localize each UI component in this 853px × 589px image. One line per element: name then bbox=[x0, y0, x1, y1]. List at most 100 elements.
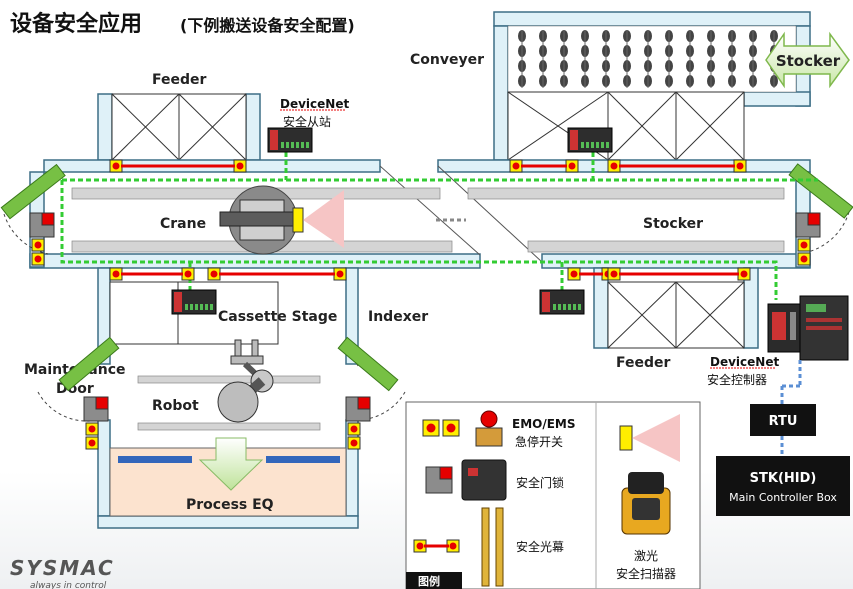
door-left bbox=[0, 163, 66, 220]
light-curtain bbox=[607, 267, 751, 281]
crane bbox=[219, 185, 344, 255]
maintenance-door-left bbox=[58, 336, 120, 392]
emo-button bbox=[88, 439, 96, 447]
feeder-bottom-label: Feeder bbox=[616, 355, 671, 371]
module-terminal bbox=[558, 304, 561, 310]
stocker-arrow: Stocker bbox=[765, 31, 850, 89]
module-terminal bbox=[200, 304, 203, 310]
cassette-stage-label: Cassette Stage bbox=[218, 309, 337, 325]
module-terminal bbox=[296, 142, 299, 148]
door-right bbox=[788, 163, 853, 219]
bay-right-frame bbox=[437, 159, 811, 269]
door-lock bbox=[83, 396, 109, 450]
stk-box bbox=[716, 456, 850, 516]
module-terminal bbox=[601, 142, 604, 148]
curtain-receiver-dot bbox=[568, 162, 576, 170]
light-curtain bbox=[607, 159, 747, 173]
legend: 图例 EMO/EMS 急停开关 安全门锁 安全光幕 激光 安全扫描器 bbox=[405, 401, 701, 589]
light-curtains bbox=[109, 159, 751, 281]
devicenet-slave-modules bbox=[171, 127, 613, 315]
emo-device bbox=[475, 427, 503, 447]
stk-label-1: STK(HID) bbox=[750, 471, 817, 486]
emo-button bbox=[34, 241, 42, 249]
devicenet-slave-module bbox=[267, 127, 313, 153]
module-status bbox=[174, 292, 182, 312]
devicenet-ctrl-label-2: 安全控制器 bbox=[707, 372, 767, 387]
curtain-receiver-dot bbox=[236, 162, 244, 170]
module-terminal bbox=[586, 142, 589, 148]
legend-scanner-1: 激光 bbox=[634, 549, 658, 563]
legend-door-lock: 安全门锁 bbox=[516, 475, 564, 490]
module-terminal bbox=[563, 304, 566, 310]
emo-button bbox=[88, 425, 96, 433]
module-terminal bbox=[190, 304, 193, 310]
emo-button bbox=[34, 255, 42, 263]
module-terminal bbox=[286, 142, 289, 148]
door-lock-key bbox=[95, 396, 109, 410]
feeder-bottom bbox=[593, 267, 759, 349]
stocker-label: Stocker bbox=[643, 216, 703, 232]
indexer-label: Indexer bbox=[368, 309, 428, 325]
light-curtain bbox=[109, 159, 247, 173]
door-lock-device bbox=[461, 459, 507, 501]
module-terminal bbox=[306, 142, 309, 148]
safety-controller bbox=[767, 295, 849, 361]
curtain-receiver-dot bbox=[336, 270, 344, 278]
door-lock-key bbox=[357, 396, 371, 410]
legend-emo-2: 急停开关 bbox=[515, 434, 563, 449]
module-status bbox=[270, 130, 278, 150]
module-terminal bbox=[596, 142, 599, 148]
module-status bbox=[542, 292, 550, 312]
conveyer-rack bbox=[493, 11, 811, 161]
robot-label: Robot bbox=[152, 398, 199, 414]
curtain-emitter-dot bbox=[210, 270, 218, 278]
crane-label: Crane bbox=[160, 216, 206, 232]
sysmac-logo: SYSMAC always in control bbox=[10, 556, 115, 589]
curtain-emitter-dot bbox=[610, 162, 618, 170]
curtain-emitter-dot bbox=[112, 162, 120, 170]
module-terminal bbox=[205, 304, 208, 310]
curtain-emitter-dot bbox=[610, 270, 618, 278]
light-curtain bbox=[109, 267, 195, 281]
legend-scanner-2: 安全扫描器 bbox=[616, 566, 676, 581]
curtain-receiver-dot bbox=[740, 270, 748, 278]
light-curtain-bar-2 bbox=[495, 507, 504, 587]
legend-light-curtain: 安全光幕 bbox=[516, 539, 564, 554]
rtu-label: RTU bbox=[769, 414, 798, 429]
light-curtain bbox=[509, 159, 579, 173]
module-terminal bbox=[553, 304, 556, 310]
emo-button bbox=[800, 255, 808, 263]
curtain-emitter-dot bbox=[570, 270, 578, 278]
door-lock bbox=[345, 396, 371, 450]
door-swing-left bbox=[3, 213, 49, 255]
stk-label-2: Main Controller Box bbox=[729, 491, 837, 504]
process-eq-label: Process EQ bbox=[186, 497, 274, 513]
devicenet-slave-module bbox=[171, 289, 217, 315]
emo-button bbox=[800, 241, 808, 249]
maintenance-door-right bbox=[337, 336, 399, 392]
devicenet-slave-label-1: DeviceNet bbox=[280, 97, 349, 111]
page-title: 设备安全应用 bbox=[10, 11, 142, 37]
feeder-top bbox=[97, 93, 261, 161]
door-lock-key bbox=[41, 212, 55, 226]
robot bbox=[217, 339, 274, 423]
module-terminal bbox=[185, 304, 188, 310]
devicenet-ctrl-label-1: DeviceNet bbox=[710, 355, 779, 369]
logo-tagline: always in control bbox=[30, 581, 107, 589]
curtain-receiver-dot bbox=[184, 270, 192, 278]
page-subtitle: (下例搬送设备安全配置) bbox=[180, 16, 355, 35]
devicenet-slave-module bbox=[539, 289, 585, 315]
devicenet-slave-label-2: 安全从站 bbox=[283, 114, 331, 129]
light-curtain-bar-1 bbox=[481, 507, 490, 587]
module-terminal bbox=[578, 304, 581, 310]
curtain-receiver-dot bbox=[736, 162, 744, 170]
emo-button bbox=[350, 425, 358, 433]
conveyer-label: Conveyer bbox=[410, 52, 484, 68]
logo-brand: SYSMAC bbox=[10, 556, 115, 580]
feeder-top-label: Feeder bbox=[152, 72, 207, 88]
legend-emo-1: EMO/EMS bbox=[512, 417, 576, 431]
emo-button bbox=[350, 439, 358, 447]
curtain-emitter-dot bbox=[512, 162, 520, 170]
